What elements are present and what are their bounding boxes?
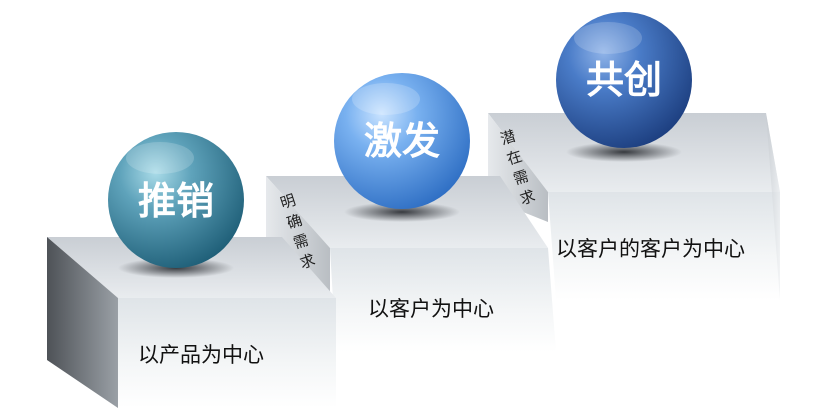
sphere-shadow-3 [566,142,682,162]
left-side-face [47,237,118,408]
sphere-label-2: 激发 [364,119,440,163]
sphere-3: 共创 [556,12,692,148]
step-focus-3: 以客户的客户为中心 [556,237,745,261]
sphere-1: 推销 [108,132,244,268]
step-block-1 [47,237,336,408]
sphere-label-1: 推销 [138,179,214,223]
step-focus-2: 以客户为中心 [368,297,494,321]
sphere-label-3: 共创 [586,58,662,102]
sphere-shadow-2 [344,202,460,222]
sphere-2: 激发 [334,73,470,209]
step-focus-1: 以产品为中心 [138,343,264,367]
